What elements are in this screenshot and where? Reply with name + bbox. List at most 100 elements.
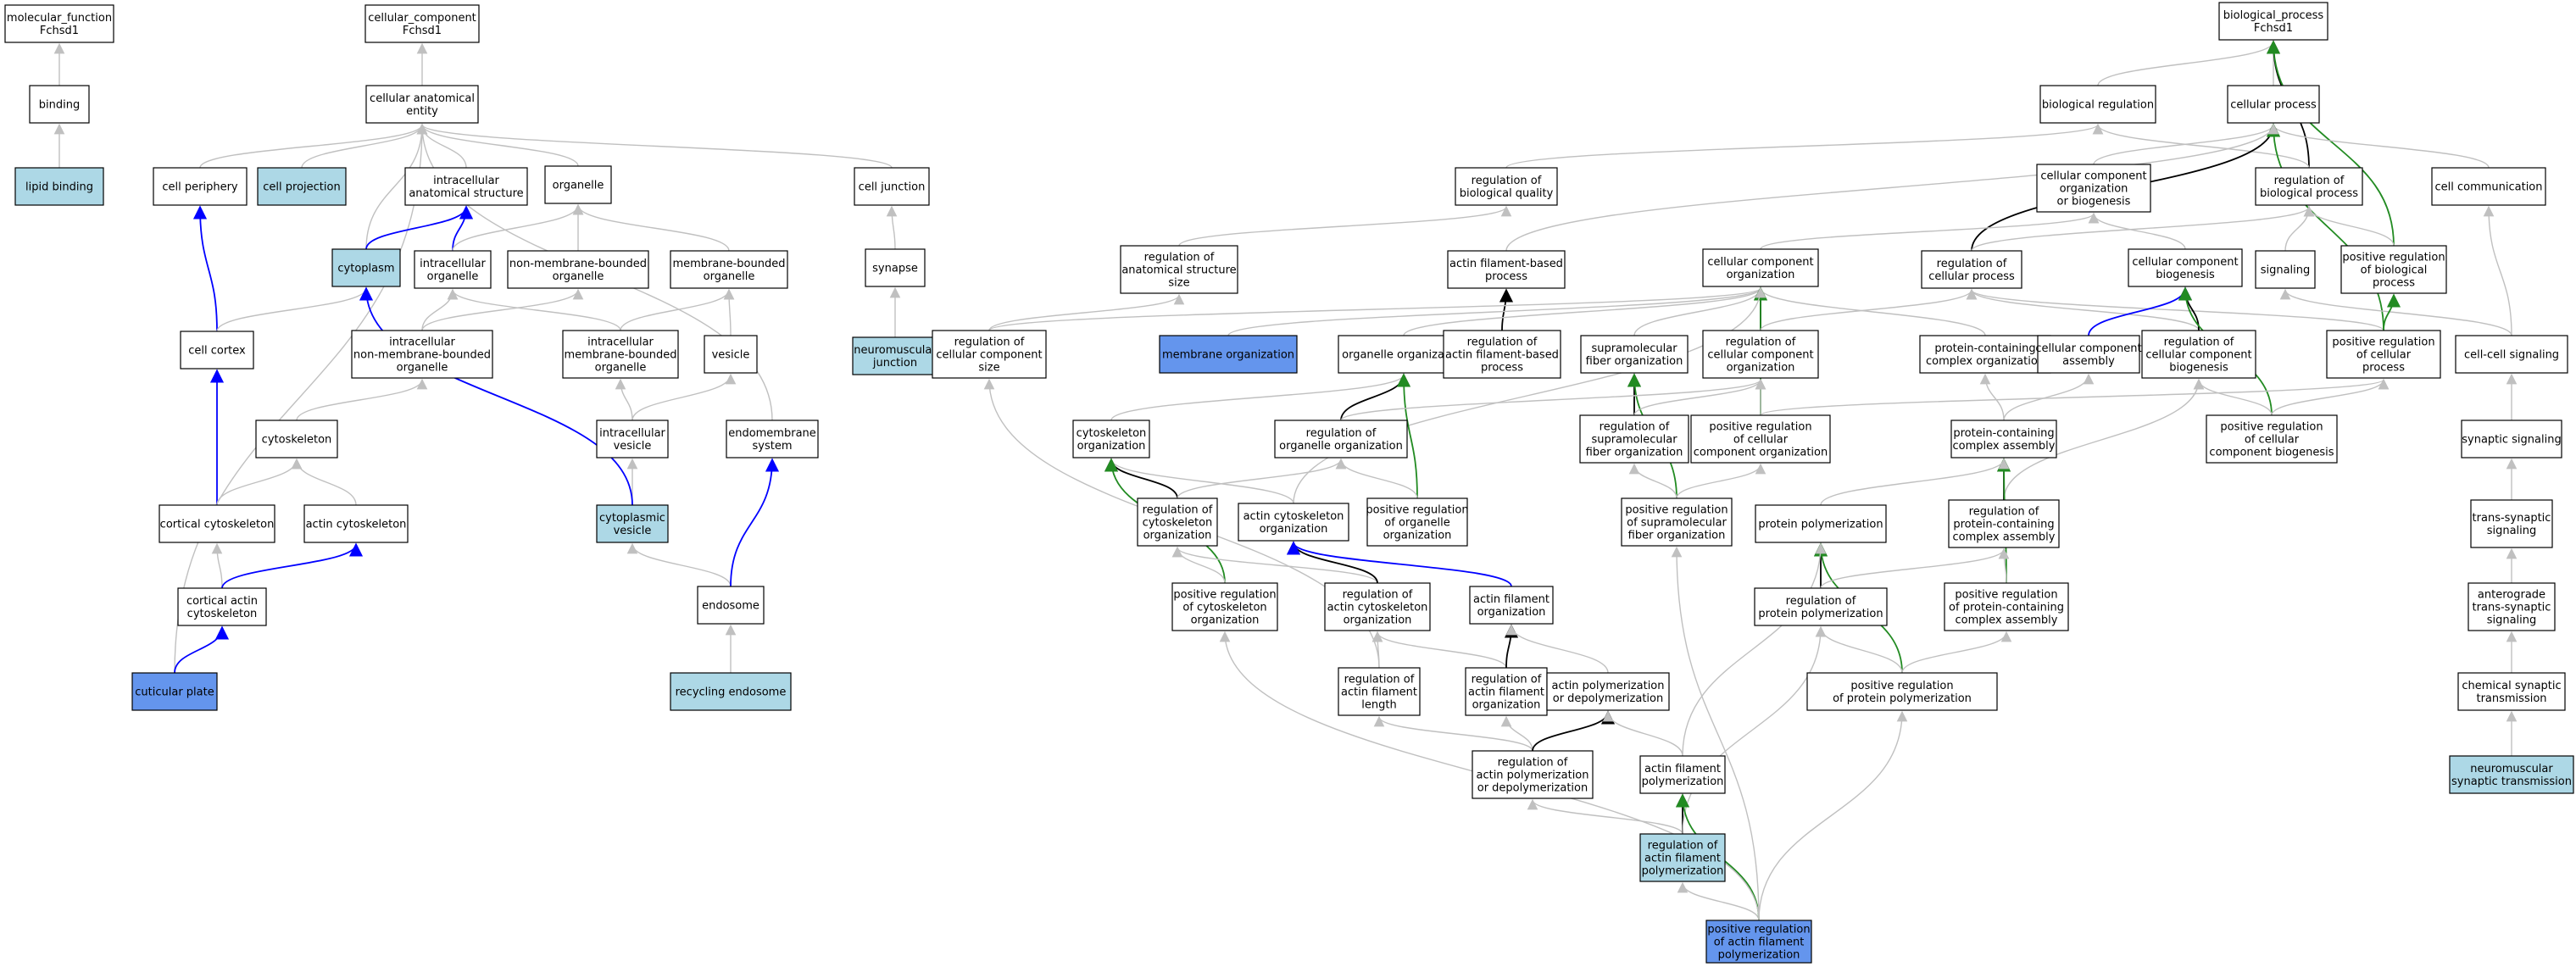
node-label-line: cellular component xyxy=(2132,256,2238,269)
node-box xyxy=(1919,335,2051,374)
edge-ccs-to-signaling xyxy=(2279,288,2512,336)
node-cell-periphery[interactable]: cell periphery xyxy=(153,167,248,206)
node-cortical-cyto[interactable]: cortical cytoskeleton xyxy=(159,504,275,543)
node-label-line: polymerization xyxy=(1642,775,1724,788)
node-cell-comm[interactable]: cell communication xyxy=(2431,167,2546,206)
node-membrane-org[interactable]: membrane organization xyxy=(1159,335,1298,374)
edge-pos_reg_prot_poly-to-reg_prot_poly xyxy=(1815,625,1903,674)
node-label-line: Fchsd1 xyxy=(2254,22,2293,35)
node-ic-nmb-organelle[interactable]: intracellularnon-membrane-boundedorganel… xyxy=(351,330,493,379)
node-box xyxy=(1238,503,1349,542)
edge-membrane_org-to-cco xyxy=(1227,286,1766,336)
node-label-line: positive regulation xyxy=(1850,680,1953,692)
node-binding[interactable]: binding xyxy=(29,85,90,124)
node-lipid-binding[interactable]: lipid binding xyxy=(14,167,104,206)
edge-cytoplasm-to-ias xyxy=(365,205,474,250)
node-cytoskeleton[interactable]: cytoskeleton xyxy=(255,420,338,458)
node-prot-poly[interactable]: protein polymerization xyxy=(1755,504,1887,543)
node-label-line: non-membrane-bounded xyxy=(353,349,491,362)
node-box xyxy=(697,586,765,625)
node-syn-sig[interactable]: synaptic signaling xyxy=(2461,420,2562,458)
edge-cco-to-cco_or_bio xyxy=(1760,212,2100,250)
node-box xyxy=(2227,85,2320,124)
node-vesicle[interactable]: vesicle xyxy=(704,335,758,374)
node-cytoplasm[interactable]: cytoplasm xyxy=(331,248,401,287)
node-cell-projection[interactable]: cell projection xyxy=(257,167,347,206)
node-ccs[interactable]: cell-cell signaling xyxy=(2455,335,2568,374)
node-organelle[interactable]: organelle xyxy=(544,165,612,204)
node-box xyxy=(2036,164,2151,213)
node-synapse[interactable]: synapse xyxy=(865,248,926,287)
node-endosome[interactable]: endosome xyxy=(697,586,765,625)
node-label-line: supramolecular xyxy=(1591,342,1677,355)
node-bio-reg[interactable]: biological regulation xyxy=(2039,85,2156,124)
node-actin-cyto[interactable]: actin cytoskeleton xyxy=(303,504,409,543)
node-cell-process[interactable]: cellular process xyxy=(2227,85,2320,124)
node-signaling[interactable]: signaling xyxy=(2255,250,2316,289)
node-cell-cortex[interactable]: cell cortex xyxy=(180,331,254,370)
node-cuticular-plate[interactable]: cuticular plate xyxy=(131,672,218,711)
node-cell-junction[interactable]: cell junction xyxy=(854,167,930,206)
node-recycling-endosome[interactable]: recycling endosome xyxy=(670,672,792,711)
